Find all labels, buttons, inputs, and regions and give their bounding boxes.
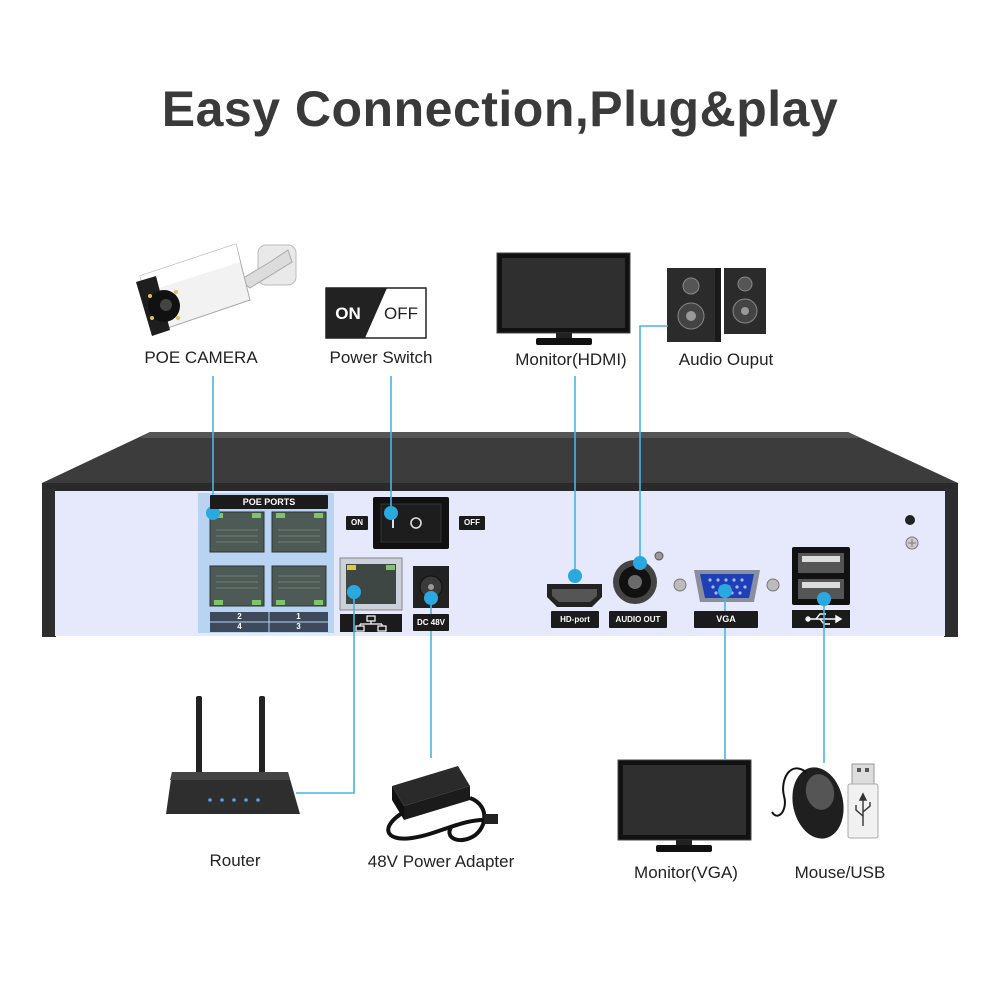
- dc-dot: [424, 591, 438, 605]
- power-rocker-switch: [373, 497, 449, 549]
- dc-48v-label: DC 48V: [413, 614, 449, 631]
- port-number-3: 3: [296, 622, 301, 631]
- network-icon: [355, 615, 387, 632]
- ground-screw: [905, 515, 919, 550]
- switch-on-label: ON: [346, 516, 368, 530]
- monitor-hdmi-label: Monitor(HDMI): [515, 350, 627, 369]
- vga-label: VGA: [694, 611, 758, 628]
- mouse-icon: [771, 767, 844, 839]
- audio-out-label: AUDIO OUT: [609, 611, 667, 628]
- usb-symbol-icon: [805, 613, 843, 625]
- switch-off-label: OFF: [459, 516, 485, 530]
- hdmi-port: [547, 584, 602, 607]
- speaker-icon: [667, 268, 766, 342]
- switch-off-text: OFF: [384, 304, 418, 323]
- page-title: Easy Connection,Plug&play: [161, 81, 839, 137]
- hdmi-dot: [568, 569, 582, 583]
- connection-dots: [206, 506, 831, 606]
- power-adapter-label: 48V Power Adapter: [367, 852, 515, 871]
- poe-ports-label: POE PORTS: [210, 495, 328, 509]
- poe-camera-label: POE CAMERA: [144, 348, 258, 367]
- poe-port-dot: [206, 506, 220, 520]
- wire-audio: [639, 325, 668, 563]
- poe-port: [209, 511, 327, 607]
- usb-drive-icon: [847, 763, 879, 839]
- switch-on-text: ON: [335, 304, 361, 323]
- port-number-1: 1: [296, 612, 301, 621]
- usb-dot: [817, 592, 831, 606]
- lan-dot: [347, 585, 361, 599]
- usb-ports: [792, 547, 850, 628]
- wire-router: [296, 592, 355, 794]
- poe-ports-block: [198, 493, 334, 633]
- hd-port-label: HD-port: [551, 611, 599, 628]
- vga-dot: [718, 584, 732, 598]
- port-number-2: 2: [237, 612, 242, 621]
- router-label: Router: [209, 851, 261, 870]
- mouse-usb-label: Mouse/USB: [794, 863, 886, 882]
- monitor-icon: [496, 252, 631, 345]
- audio-output-label: Audio Ouput: [678, 350, 774, 369]
- monitor-vga-icon: [617, 759, 752, 852]
- audio-dot: [633, 556, 647, 570]
- port-number-4: 4: [237, 622, 242, 631]
- audio-jack: [613, 551, 664, 604]
- switch-dot: [384, 506, 398, 520]
- power-adapter-icon: [386, 766, 498, 843]
- power-switch-badge: ON OFF: [325, 287, 427, 339]
- camera-icon: [136, 243, 297, 336]
- power-switch-label: Power Switch: [329, 348, 433, 367]
- monitor-vga-label: Monitor(VGA): [634, 863, 738, 882]
- router-icon: [166, 696, 300, 814]
- nvr-chassis: [42, 432, 958, 637]
